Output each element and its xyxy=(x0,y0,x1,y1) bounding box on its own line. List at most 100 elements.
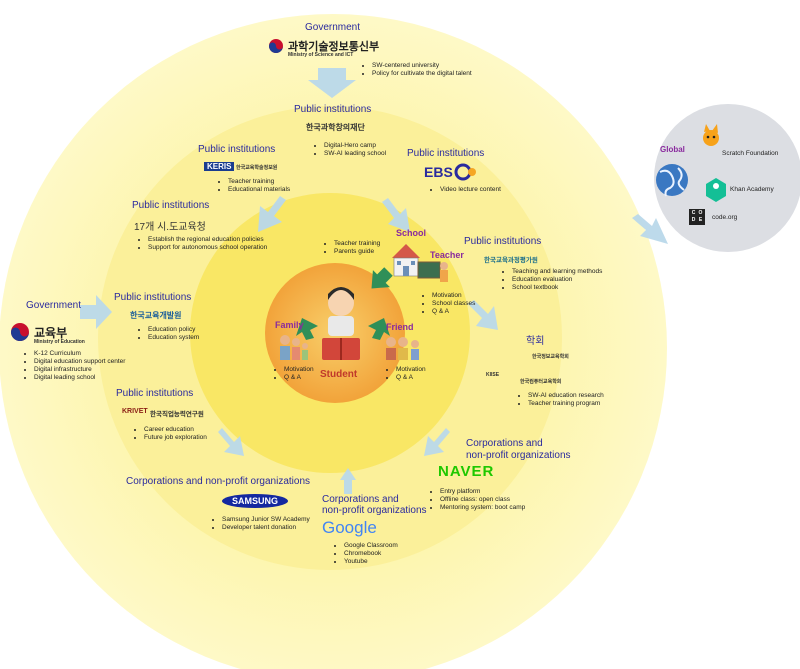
pi-office-header: Public institutions xyxy=(132,200,210,211)
khan-academy-icon xyxy=(706,178,726,202)
list-item: Google Classroom xyxy=(344,542,398,550)
kaie-logo-text: 한국정보교육학회 xyxy=(532,354,569,360)
samsung-logo-text: SAMSUNG xyxy=(222,494,289,508)
list-item: Teacher training program xyxy=(528,400,604,408)
krivet-logo-sub: 한국직업능력연구원 xyxy=(150,411,204,418)
list-item: Q & A xyxy=(432,308,475,316)
arrow-green-school xyxy=(371,267,393,289)
corp-naver-list: Entry platform Offline class: open class… xyxy=(428,488,525,512)
list-item: Q & A xyxy=(284,374,314,382)
code-org-logo: C O D E xyxy=(690,210,704,224)
taegeuk-logo-left xyxy=(11,323,29,341)
list-item: Teacher training xyxy=(334,240,380,248)
code-org-label: code.org xyxy=(712,214,738,221)
list-item: School textbook xyxy=(512,284,602,292)
pi-keris-header: Public institutions xyxy=(198,144,276,155)
government-top-header: Government xyxy=(305,22,361,33)
kofac-logo-text: 한국과학창의재단 xyxy=(306,123,365,132)
list-item: Digital-Hero camp xyxy=(324,142,386,150)
list-item: SW-AI education research xyxy=(528,392,604,400)
list-item: School classes xyxy=(432,300,475,308)
list-item: Education system xyxy=(148,334,199,342)
code-letter: D xyxy=(691,217,696,223)
taegeuk-logo-top xyxy=(269,39,283,53)
pi-krivet-header: Public institutions xyxy=(116,388,194,399)
family-list: Motivation Q & A xyxy=(272,366,314,382)
khan-academy-label: Khan Academy xyxy=(730,186,774,193)
family-label: Family xyxy=(275,320,304,330)
government-top-list: SW-centered university Policy for cultiv… xyxy=(360,62,472,78)
list-item: Video lecture content xyxy=(440,186,501,194)
pi-krivet-list: Career education Future job exploration xyxy=(132,426,207,442)
list-item: Policy for cultivate the digital talent xyxy=(372,70,472,78)
globe-icon xyxy=(656,164,688,197)
school-list: Teacher training Parents guide xyxy=(322,240,380,256)
corp-naver-header-2: non-profit organizations xyxy=(466,450,571,461)
list-item: Future job exploration xyxy=(144,434,207,442)
corp-google-header-2: non-profit organizations xyxy=(322,505,427,516)
kiise-logo-text: KIISE xyxy=(486,372,500,378)
friend-label: Friend xyxy=(386,322,414,332)
arrow-keris xyxy=(258,196,286,232)
list-item: Educational materials xyxy=(228,186,290,194)
list-item: Motivation xyxy=(284,366,314,374)
pi-top-header: Public institutions xyxy=(294,104,372,115)
google-logo-text: Google xyxy=(322,518,377,537)
list-item: Teacher training xyxy=(228,178,290,186)
list-item: Digital education support center xyxy=(34,358,125,366)
friend-list: Motivation Q & A xyxy=(384,366,426,382)
list-item: Motivation xyxy=(432,292,475,300)
pi-top-list: Digital-Hero camp SW-AI leading school xyxy=(312,142,386,158)
ebs-logo-text: EBS xyxy=(424,164,453,180)
list-item: Offline class: open class xyxy=(440,496,525,504)
list-item: Support for autonomous school operation xyxy=(148,244,267,252)
list-item: Q & A xyxy=(396,374,426,382)
corp-samsung-header: Corporations and non-profit organization… xyxy=(126,476,310,487)
keris-logo-sub: 한국교육학술정보원 xyxy=(236,165,278,171)
pi-keris-list: Teacher training Educational materials xyxy=(216,178,290,194)
school-label: School xyxy=(396,228,427,238)
pi-kice-header: Public institutions xyxy=(464,236,542,247)
moe-logo-sub: Ministry of Education xyxy=(34,339,85,345)
corp-naver-header-1: Corporations and xyxy=(466,438,543,449)
arrow-kice xyxy=(468,300,498,330)
friend-illustration xyxy=(386,337,419,360)
code-letter: E xyxy=(698,217,703,223)
pi-kice-list: Teaching and learning methods Education … xyxy=(500,268,602,292)
pi-ebs-list: Video lecture content xyxy=(428,186,501,194)
code-letter: O xyxy=(698,210,703,216)
student-label: Student xyxy=(320,369,358,380)
pi-kedi-header: Public institutions xyxy=(114,292,192,303)
school-illustration xyxy=(392,244,420,277)
scratch-cat-icon xyxy=(703,124,719,146)
corp-google-list: Google Classroom Chromebook Youtube xyxy=(332,542,398,566)
pi-office-list: Establish the regional education policie… xyxy=(136,236,267,252)
student-illustration xyxy=(322,287,360,360)
list-item: Establish the regional education policie… xyxy=(148,236,267,244)
teacher-list: Motivation School classes Q & A xyxy=(420,292,475,316)
corp-samsung-list: Samsung Junior SW Academy Developer tale… xyxy=(210,516,310,532)
corp-google-header-1: Corporations and xyxy=(322,494,399,505)
arrow-gov-left xyxy=(80,295,112,329)
teacher-label: Teacher xyxy=(430,250,464,260)
arrow-top xyxy=(308,68,356,98)
list-item: SW-AI leading school xyxy=(324,150,386,158)
naver-logo-text: NAVER xyxy=(438,463,495,480)
keris-logo-text: KERIS xyxy=(204,162,235,171)
list-item: SW-centered university xyxy=(372,62,472,70)
list-item: Developer talent donation xyxy=(222,524,310,532)
kedi-logo-text: 한국교육개발원 xyxy=(130,311,182,320)
academia-header: 학회 xyxy=(526,336,545,347)
kace-logo-text: 한국컴퓨터교육학회 xyxy=(520,379,562,385)
pi-ebs-header: Public institutions xyxy=(407,148,485,159)
arrow-krivet xyxy=(218,428,244,456)
list-item: Education policy xyxy=(148,326,199,334)
list-item: Samsung Junior SW Academy xyxy=(222,516,310,524)
moe-logo-text: 교육부 xyxy=(34,326,68,340)
list-item: Entry platform xyxy=(440,488,525,496)
msit-logo-sub: Ministry of Science and ICT xyxy=(288,52,354,58)
government-left-header: Government xyxy=(26,300,82,311)
list-item: Education evaluation xyxy=(512,276,602,284)
arrow-google xyxy=(340,468,356,494)
